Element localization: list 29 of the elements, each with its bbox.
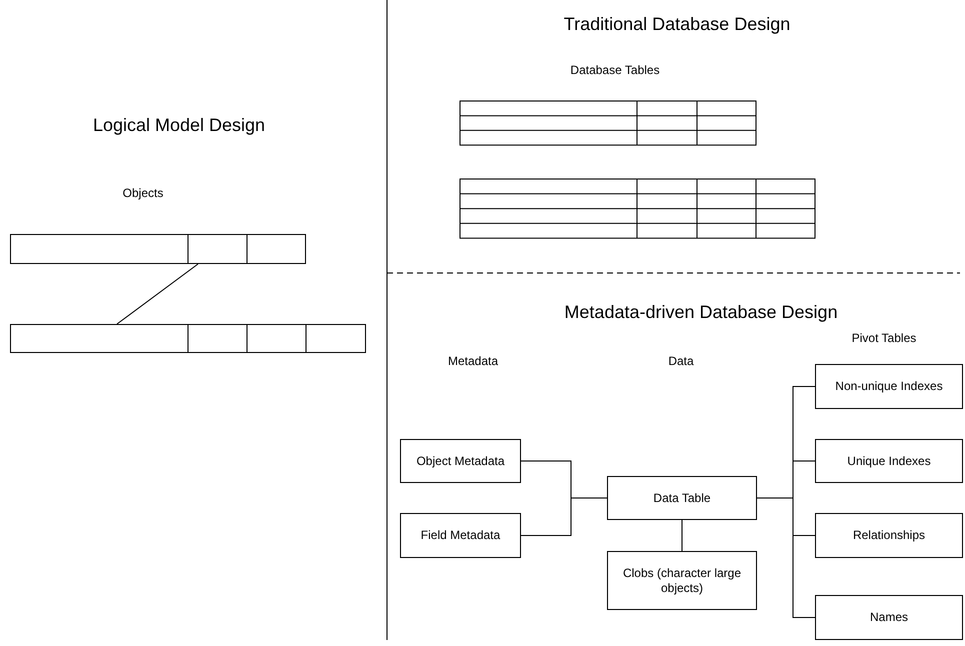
process-box (815, 439, 963, 483)
node-text: Unique Indexes (846, 454, 932, 468)
object-record-drawing (10, 234, 306, 264)
object-record-drawing (10, 324, 366, 353)
node-text: Field Metadata (420, 528, 502, 543)
section-label: Database Tables (570, 63, 660, 77)
connector-line (116, 264, 198, 324)
connector-line (520, 498, 608, 536)
section-label: Metadata (448, 354, 498, 368)
node-text: Names (868, 610, 909, 625)
node-text: Non-unique Indexes (834, 379, 944, 394)
section-heading: Logical Model Design (92, 115, 266, 136)
process-box (815, 513, 963, 558)
section-label: Objects (122, 186, 164, 200)
connector-line (756, 498, 816, 618)
process-box (400, 513, 521, 558)
process-box (400, 439, 521, 483)
section-label: Data (668, 354, 694, 368)
section-label: Pivot Tables (852, 331, 916, 345)
node-text: Relationships (852, 528, 926, 543)
node-text: Object Metadata (415, 454, 506, 468)
node-text: Clobs (character large objects) (622, 566, 742, 596)
process-box (815, 595, 963, 640)
process-box (607, 476, 757, 520)
process-box (815, 364, 963, 409)
section-heading: Metadata-driven Database Design (564, 302, 838, 323)
section-heading: Traditional Database Design (564, 14, 790, 35)
node-text: Data Table (652, 490, 712, 506)
process-box (607, 551, 757, 610)
